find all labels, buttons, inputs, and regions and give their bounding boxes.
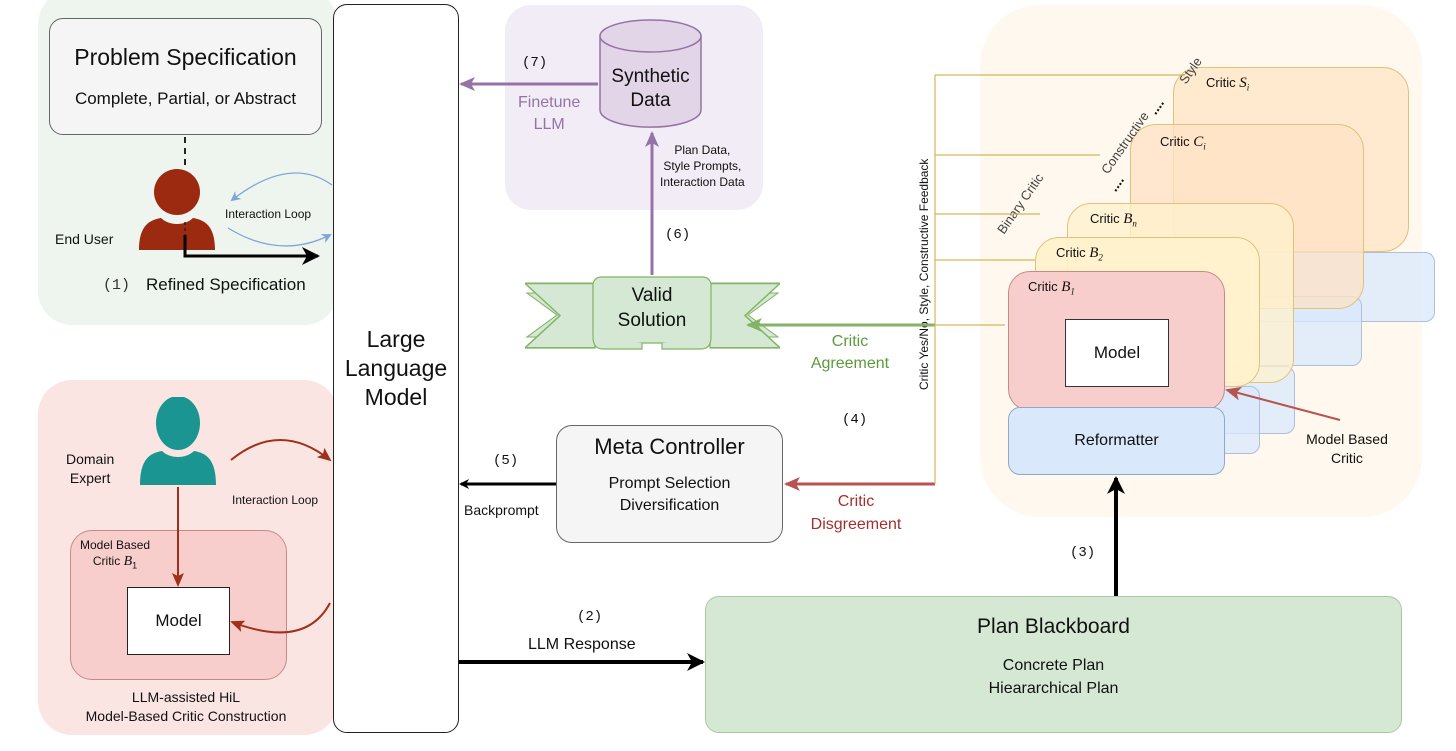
synthetic-inputs-line2: Style Prompts, <box>663 159 742 173</box>
critic-b1-prefix: Critic <box>1028 279 1058 294</box>
critic-bn-label: Critic Bn <box>1090 211 1137 229</box>
expert-loop-arrow-bottom <box>230 602 331 634</box>
critic-s-prefix: Critic <box>1206 75 1236 90</box>
critic-disagreement-line1: Critic <box>837 493 875 510</box>
synthetic-data-label-line1: Synthetic <box>611 66 690 87</box>
refined-spec-arrow <box>183 235 320 265</box>
backprompt-label: Backprompt <box>464 502 539 518</box>
refined-specification-label: Refined Specification <box>146 275 306 294</box>
llm-label-line2: Language <box>344 355 448 381</box>
expert-loop-arrow-top <box>230 439 332 462</box>
critic-b2-subscript: 2 <box>1098 252 1103 263</box>
critic-b1-subscript: 1 <box>1070 286 1075 297</box>
plan-blackboard-box[interactable]: Plan Blackboard Concrete Plan Hieararchi… <box>705 596 1402 733</box>
synthetic-data-label-line2: Data <box>630 90 671 111</box>
domain-expert-icon <box>140 397 216 485</box>
llm-response-label: LLM Response <box>528 636 636 653</box>
domain-expert-label: Domain Expert <box>66 450 114 488</box>
domain-expert-label-line2: Expert <box>69 470 111 486</box>
synthetic-inputs-line3: Interaction Data <box>660 175 745 189</box>
critic-bn-prefix: Critic <box>1090 211 1120 226</box>
finetune-label-line2: LLM <box>533 116 565 133</box>
expert-caption-line1: LLM-assisted HiL <box>131 689 241 705</box>
plan-blackboard-line2: Hieararchical Plan <box>988 680 1119 697</box>
step-1-label: (1) <box>103 277 131 294</box>
expert-critic-symbol: B <box>123 554 133 569</box>
critic-b1-model-label: Model <box>1093 343 1141 362</box>
model-based-critic-pointer <box>1225 386 1341 421</box>
model-based-critic-line2: Critic <box>1331 450 1363 466</box>
llm-label-line3: Model <box>364 384 428 410</box>
step-6-label: (6) <box>665 227 691 243</box>
model-based-critic-label: Model Based Critic <box>1292 430 1402 468</box>
large-language-model-box[interactable]: Large Language Model <box>333 4 459 733</box>
model-based-critic-line1: Model Based <box>1306 431 1388 447</box>
expert-interaction-loop-label: Interaction Loop <box>232 493 319 507</box>
user-loop-arrow-bottom <box>227 227 332 247</box>
critic-s-label: Critic Si <box>1206 75 1249 93</box>
problem-specification-subtitle: Complete, Partial, or Abstract <box>74 89 297 108</box>
critic-bn-subscript: n <box>1132 218 1137 229</box>
finetune-llm-label: Finetune LLM <box>518 92 580 136</box>
expert-critic-label: Model Based Critic B1 <box>80 537 150 573</box>
critic-b2-prefix: Critic <box>1056 245 1086 260</box>
synthetic-inputs-line1: Plan Data, <box>674 143 731 157</box>
critic-c-label: Critic Ci <box>1160 134 1206 152</box>
plan-blackboard-title: Plan Blackboard <box>977 615 1130 638</box>
synthetic-data-label: Synthetic Data <box>598 65 703 113</box>
step-5-label: (5) <box>493 453 519 469</box>
critic-c-subscript: i <box>1203 141 1206 152</box>
critic-agreement-line1: Critic <box>831 333 869 350</box>
reformatter-box[interactable]: Reformatter <box>1008 407 1225 475</box>
valid-solution-label: Valid Solution <box>593 283 711 333</box>
valid-solution-line1: Valid <box>631 285 673 306</box>
expert-critic-label-line1: Model Based <box>80 538 151 552</box>
critic-agreement-line2: Agreement <box>810 355 890 372</box>
critic-disagreement-label: Critic Disgreement <box>806 490 906 536</box>
plan-blackboard-line1: Concrete Plan <box>1002 657 1105 674</box>
meta-controller-title: Meta Controller <box>594 434 745 459</box>
end-user-label: End User <box>55 231 114 247</box>
critic-disagreement-line2: Disgreement <box>810 516 902 533</box>
critic-c-symbol: C <box>1193 134 1204 150</box>
expert-critic-subscript: 1 <box>132 560 138 571</box>
critic-s-subscript: i <box>1246 82 1250 93</box>
synthetic-inputs-label: Plan Data, Style Prompts, Interaction Da… <box>660 142 745 190</box>
expert-caption: LLM-assisted HiL Model-Based Critic Cons… <box>56 688 316 726</box>
critic-b1-model-box[interactable]: Model <box>1065 319 1169 387</box>
llm-label-line1: Large <box>366 326 426 352</box>
critic-b2-label: Critic B2 <box>1056 245 1103 263</box>
expert-model-box[interactable]: Model <box>127 587 230 655</box>
critic-b1-label: Critic B1 <box>1028 279 1075 297</box>
critic-bn-symbol: B <box>1123 211 1133 227</box>
step-7-label: (7) <box>522 55 548 71</box>
user-interaction-loop-label: Interaction Loop <box>225 207 312 221</box>
problem-specification-box[interactable]: Problem Specification Complete, Partial,… <box>49 18 322 135</box>
critic-agreement-label: Critic Agreement <box>800 331 900 375</box>
meta-controller-line1: Prompt Selection <box>608 475 731 492</box>
step-2-label: (2) <box>577 609 603 625</box>
user-loop-arrow-top <box>230 172 333 202</box>
valid-solution-line2: Solution <box>617 310 687 331</box>
synthetic-data-cylinder[interactable] <box>598 18 703 130</box>
meta-controller-box[interactable]: Meta Controller Prompt Selection Diversi… <box>556 425 783 543</box>
reformatter-label: Reformatter <box>1074 432 1159 449</box>
critic-b2-symbol: B <box>1089 245 1099 261</box>
expert-model-label: Model <box>155 611 202 630</box>
problem-specification-title: Problem Specification <box>74 44 297 70</box>
finetune-label-line1: Finetune <box>518 94 581 111</box>
expert-caption-line2: Model-Based Critic Construction <box>85 708 287 724</box>
meta-controller-line2: Diversification <box>619 497 720 514</box>
step-4-label: (4) <box>842 412 868 428</box>
end-user-icon <box>139 169 215 250</box>
critic-b1-symbol: B <box>1061 279 1071 295</box>
critic-c-prefix: Critic <box>1160 134 1190 149</box>
domain-expert-label-line1: Domain <box>66 451 115 467</box>
expert-critic-label-line2: Critic <box>92 554 121 568</box>
step-3-label: (3) <box>1070 545 1096 561</box>
critic-s-symbol: S <box>1239 75 1247 91</box>
